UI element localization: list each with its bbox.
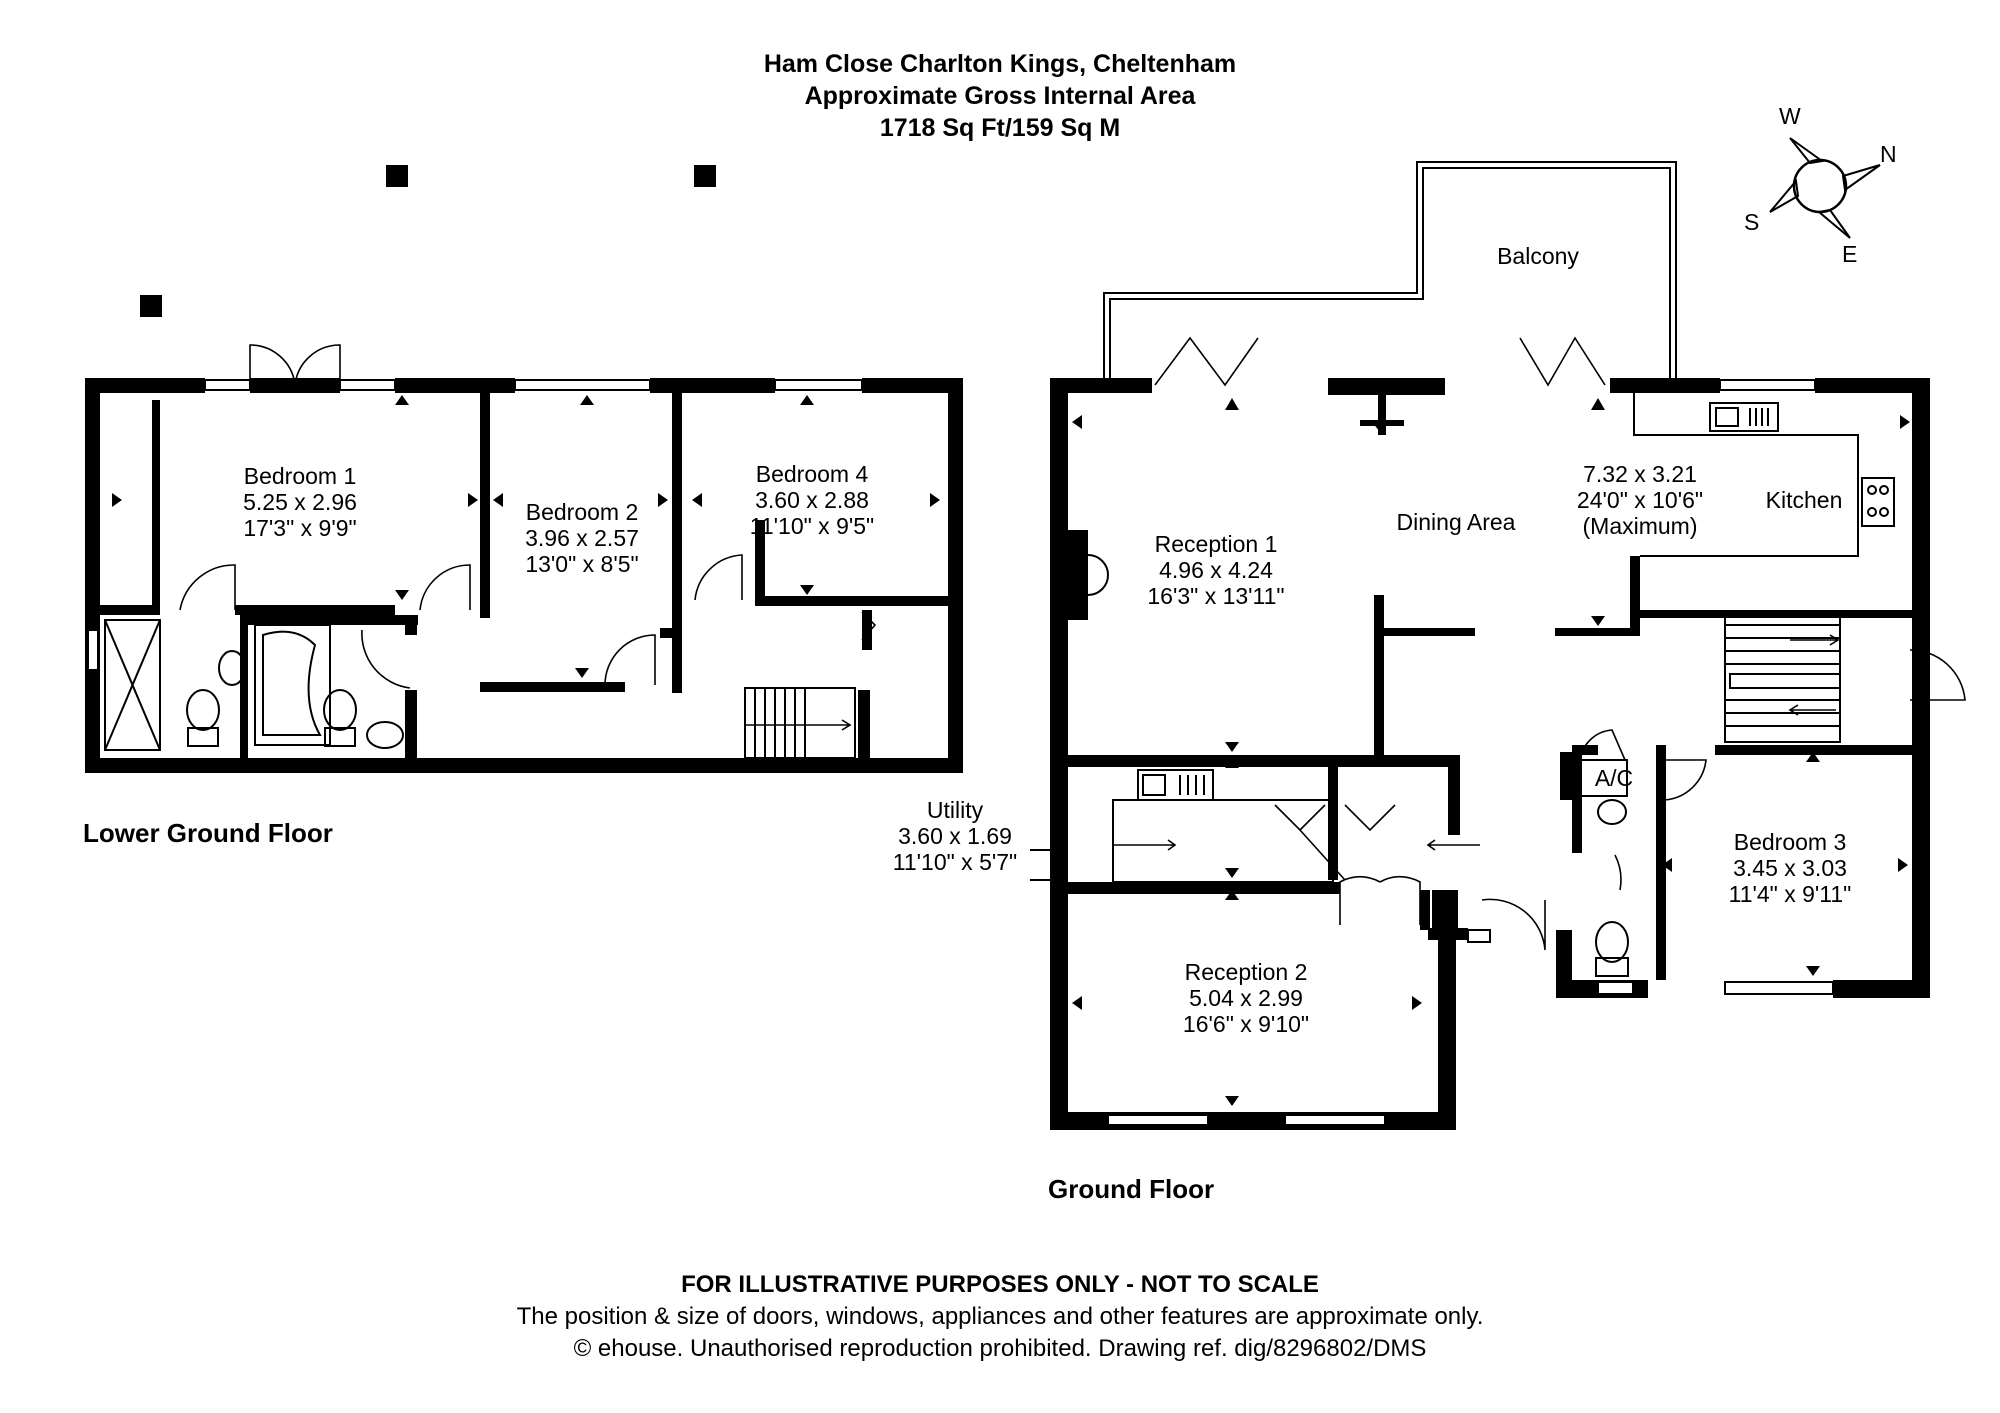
plan-area: 1718 Sq Ft/159 Sq M [880,114,1120,142]
door [1579,729,1626,761]
ground-floor-plan: Balcony Reception 1 4.96 x 4.24 16'3" x … [893,161,1966,1130]
disclaimer-text: The position & size of doors, windows, a… [517,1303,1484,1330]
balcony-label: Balcony [1497,243,1579,269]
compass-n: N [1880,141,1897,167]
lower-ground-floor-plan: Bedroom 1 5.25 x 2.96 17'3" x 9'9" Bedro… [85,344,963,773]
bedroom1-name: Bedroom 1 [244,463,357,489]
bedroom1-imperial: 17'3" x 9'9" [243,515,356,541]
basin [366,721,404,749]
door [179,564,236,611]
window [1719,379,1816,391]
window [1597,981,1634,995]
plan-subtitle: Approximate Gross Internal Area [805,82,1197,110]
dimension-markers [1072,398,1910,1106]
toilet [323,689,357,747]
utility-name: Utility [927,797,984,823]
window [1107,1114,1209,1126]
ac-label: A/C [1595,765,1633,791]
bedroom3-metric: 3.45 x 3.03 [1733,855,1847,881]
reception2-metric: 5.04 x 2.99 [1189,985,1303,1011]
kitchen-metric: 7.32 x 3.21 [1583,461,1697,487]
compass-s: S [1744,209,1759,235]
basin [218,650,246,686]
reception2-name: Reception 2 [1185,959,1308,985]
compass-icon: W N S E [1744,103,1897,267]
door [861,611,877,641]
ground-floor-label: Ground Floor [1048,1174,1214,1204]
post-marker [694,165,716,187]
reception1-name: Reception 1 [1155,531,1278,557]
dimension-markers [112,395,940,678]
window [204,379,251,391]
hob [1861,477,1895,527]
door [1614,854,1622,891]
bedroom4-imperial: 11'10" x 9'5" [750,513,874,539]
window [1284,1114,1386,1126]
bifold-door [1154,336,1259,387]
window [774,379,863,391]
door [419,564,471,611]
kitchen-imperial: 24'0" x 10'6" [1577,487,1703,513]
bedroom2-metric: 3.96 x 2.57 [525,525,639,551]
compass-w: W [1779,103,1801,129]
bedroom3-imperial: 11'4" x 9'11" [1729,881,1852,907]
bedroom1-metric: 5.25 x 2.96 [243,489,357,515]
post-marker [140,295,162,317]
bath [254,624,331,746]
reception2-imperial: 16'6" x 9'10" [1183,1011,1309,1037]
compass-e: E [1842,241,1857,267]
toilet [186,689,220,747]
window [1467,929,1491,943]
bedroom4-metric: 3.60 x 2.88 [755,487,869,513]
copyright-text: © ehouse. Unauthorised reproduction proh… [574,1335,1427,1362]
reception1-metric: 4.96 x 4.24 [1159,557,1273,583]
utility-imperial: 11'10" x 5'7" [893,849,1017,875]
disclaimer-heading: FOR ILLUSTRATIVE PURPOSES ONLY - NOT TO … [681,1271,1319,1298]
double-door [1339,875,1421,925]
reception1-imperial: 16'3" x 13'11" [1147,583,1284,609]
basin [1597,799,1627,825]
dining-area-label: Dining Area [1397,509,1516,535]
shower [104,619,161,751]
window [87,629,99,671]
front-door [1481,898,1546,951]
window [514,379,651,391]
staircase [744,687,856,759]
door [1909,649,1966,701]
door [1663,759,1707,801]
door [361,629,411,689]
bifold-door [1519,336,1606,387]
utility-metric: 3.60 x 1.69 [898,823,1012,849]
french-door [249,344,341,386]
door [604,634,656,686]
kitchen-sink [1709,402,1779,432]
kitchen-counter [1633,393,1859,557]
bedroom4-name: Bedroom 4 [756,461,869,487]
post-marker [386,165,408,187]
bedroom2-imperial: 13'0" x 8'5" [525,551,638,577]
balcony-outline [1103,161,1677,380]
toilet [1595,921,1629,977]
kitchen-name: Kitchen [1766,487,1843,513]
kitchen-note: (Maximum) [1583,513,1698,539]
bedroom3-name: Bedroom 3 [1734,829,1847,855]
door [694,554,743,601]
staircase [1724,611,1841,743]
fireplace [1050,530,1088,620]
lower-ground-floor-label: Lower Ground Floor [83,818,333,848]
bedroom2-name: Bedroom 2 [526,499,639,525]
window [1724,981,1834,995]
plan-title: Ham Close Charlton Kings, Cheltenham [764,50,1236,78]
window [339,379,396,391]
utility-sink [1137,769,1214,801]
